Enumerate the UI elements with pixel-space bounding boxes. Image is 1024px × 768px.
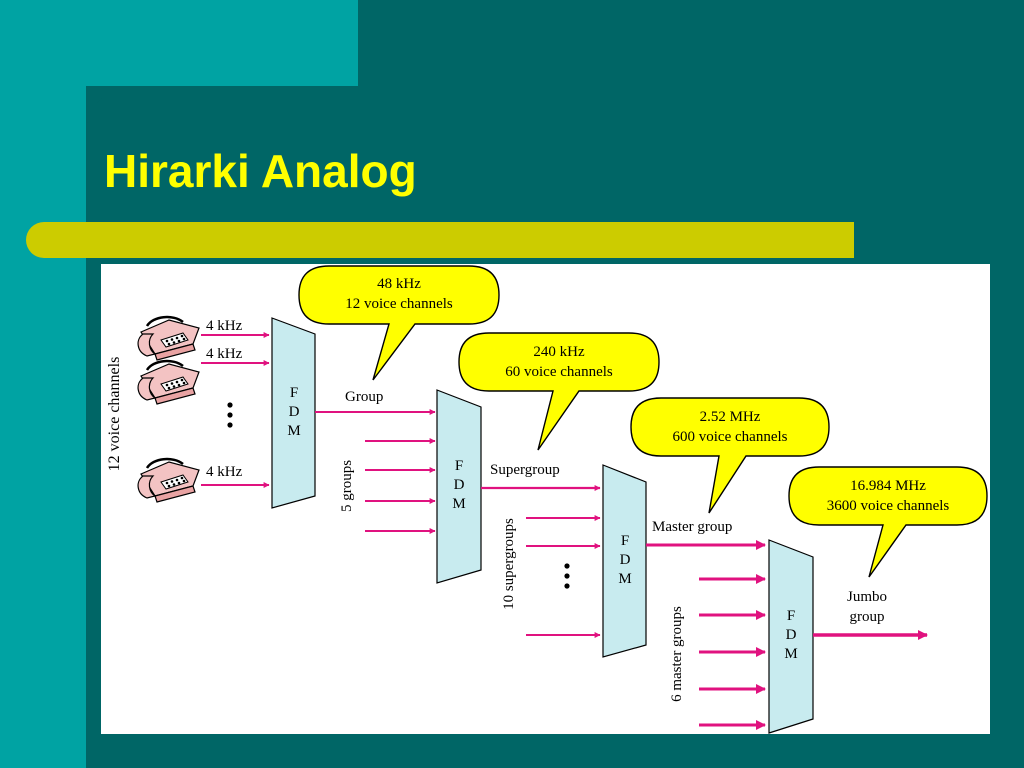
fdm-label: M: [287, 423, 300, 439]
input-freq-label: 4 kHz: [206, 318, 243, 334]
callout-freq: 16.984 MHz: [850, 478, 926, 494]
callout-freq: 240 kHz: [533, 344, 585, 360]
fdm-label: F: [621, 533, 629, 549]
callout-bubble-1: [298, 265, 500, 381]
callout-bubble-3: [630, 397, 830, 514]
supergroup-label: Supergroup: [490, 462, 560, 478]
callout-bubble-4: [788, 466, 988, 578]
ellipsis-dots: [227, 402, 233, 428]
callout-channels: 60 voice channels: [505, 364, 613, 380]
input-freq-label: 4 kHz: [206, 464, 243, 480]
fdm-block-1: [271, 317, 316, 509]
callout-freq: 48 kHz: [377, 276, 421, 292]
fdm-label: M: [618, 571, 631, 587]
master-group-label: Master group: [652, 519, 732, 535]
fdm-label: F: [290, 385, 298, 401]
jumbo-group-label: Jumbo: [847, 589, 887, 605]
telephone-icon: [136, 315, 201, 362]
fdm-label: M: [784, 646, 797, 662]
title-underline-bar: [26, 222, 854, 258]
jumbo-group-label: group: [850, 609, 885, 625]
top-accent-block: [0, 0, 358, 86]
fdm-label: F: [787, 608, 795, 624]
callout-freq: 2.52 MHz: [700, 409, 761, 425]
voice-channels-side-label: 12 voice channels: [106, 357, 123, 472]
callout-channels: 12 voice channels: [345, 296, 453, 312]
ellipsis-dots: [564, 563, 570, 589]
fdm-label: F: [455, 458, 463, 474]
callout-channels: 600 voice channels: [673, 429, 788, 445]
analog-hierarchy-diagram: 12 voice channels 4 kHz 4 kHz 4 kHz F D …: [101, 264, 990, 734]
fdm-label: D: [786, 627, 797, 643]
telephone-icon: [136, 457, 201, 504]
fdm-block-4: [768, 539, 814, 734]
fdm-block-2: [436, 389, 482, 584]
fdm-label: M: [452, 496, 465, 512]
telephone-icon: [136, 359, 201, 406]
supergroups-side-label: 10 supergroups: [501, 518, 517, 610]
fdm-label: D: [289, 404, 300, 420]
groups-side-label: 5 groups: [339, 460, 355, 512]
fdm-label: D: [454, 477, 465, 493]
fdm-block-3: [602, 464, 647, 658]
slide-title: Hirarki Analog: [104, 145, 417, 197]
callout-channels: 3600 voice channels: [827, 498, 950, 514]
master-groups-side-label: 6 master groups: [669, 606, 685, 702]
left-accent-strip: [0, 0, 86, 768]
input-freq-label: 4 kHz: [206, 346, 243, 362]
callout-bubble-2: [458, 332, 660, 451]
fdm-label: D: [620, 552, 631, 568]
group-label: Group: [345, 389, 383, 405]
